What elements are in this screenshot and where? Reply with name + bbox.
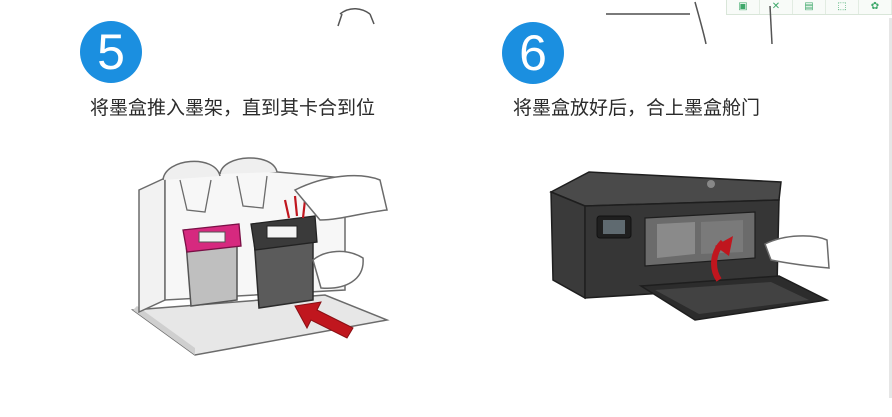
step-5-number-badge: 5 bbox=[80, 21, 142, 83]
expand-icon-glyph: ✕ bbox=[771, 1, 781, 12]
page-scroll-edge bbox=[889, 18, 892, 398]
step-6-instruction: 将墨盒放好后，合上墨盒舱门 bbox=[513, 97, 761, 119]
cartridge-carriage-illustration bbox=[130, 157, 390, 356]
save-icon-glyph: ▤ bbox=[804, 1, 814, 12]
save-icon[interactable]: ▤ bbox=[793, 0, 826, 14]
step-6-number-badge: 6 bbox=[502, 22, 564, 84]
expand-icon[interactable]: ✕ bbox=[760, 0, 793, 14]
settings-icon-glyph: ✿ bbox=[870, 1, 880, 12]
export-icon[interactable]: ⬚ bbox=[826, 0, 859, 14]
page-icon-glyph: ▣ bbox=[738, 1, 748, 12]
settings-icon[interactable]: ✿ bbox=[859, 0, 892, 14]
printer-closing-door-illustration bbox=[549, 171, 830, 321]
export-icon-glyph: ⬚ bbox=[837, 1, 847, 12]
page-icon[interactable]: ▣ bbox=[727, 0, 760, 14]
step-5-instruction: 将墨盒推入墨架，直到其卡合到位 bbox=[90, 97, 376, 119]
previous-step-sketch-right bbox=[606, 1, 773, 45]
previous-step-sketch bbox=[337, 8, 375, 27]
